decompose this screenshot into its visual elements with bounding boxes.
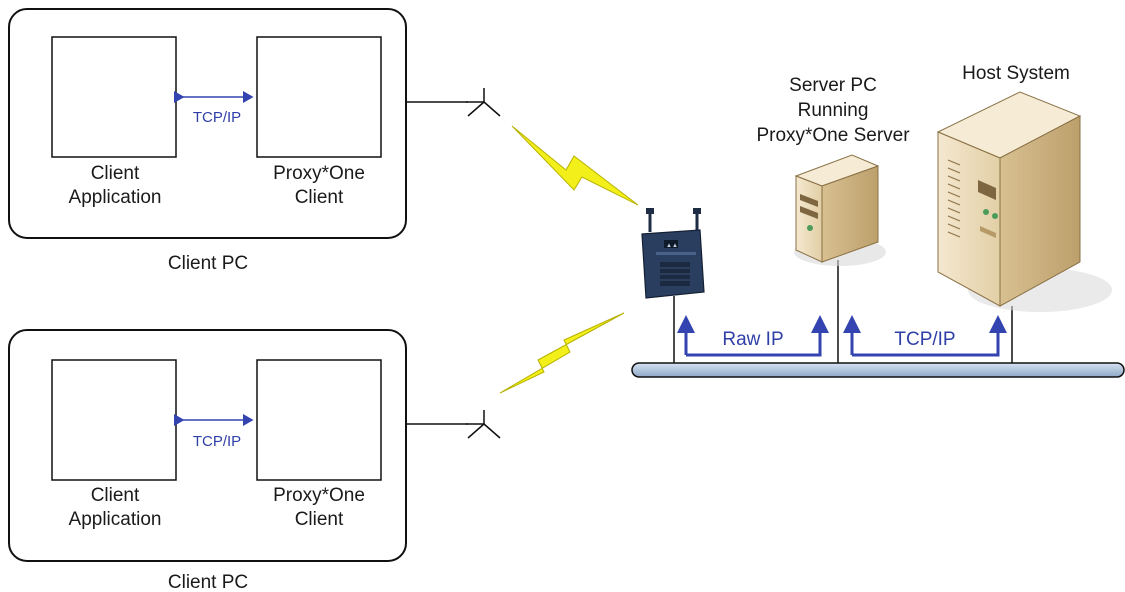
lightning-bolt-icon	[511, 125, 639, 206]
client-application-label-2: Application	[69, 187, 162, 208]
server-pc-label-1: Server PC	[789, 75, 877, 96]
lightning-bolt-icon	[499, 312, 625, 394]
client-pc-2: TCP/IP Client Application Proxy*One Clie…	[8, 329, 501, 592]
tcp-ip-label: TCP/IP	[193, 433, 241, 450]
access-point-icon: ▲▲	[641, 208, 705, 299]
antenna-icon	[466, 410, 501, 439]
client-pc-label: Client PC	[168, 572, 248, 592]
proxy-one-client-box	[256, 359, 382, 481]
antenna-icon	[466, 88, 501, 117]
raw-ip-arrow	[677, 315, 829, 357]
client-application-label-1: Client	[91, 485, 140, 506]
client-pc-label: Client PC	[168, 253, 248, 274]
server-pc-label-3: Proxy*One Server	[756, 125, 910, 146]
client-application-label-1: Client	[91, 163, 140, 184]
tcp-ip-label: TCP/IP	[193, 109, 241, 126]
client-pc-1: TCP/IP Client Application Proxy*One Clie…	[8, 8, 501, 274]
client-application-box	[51, 359, 177, 481]
tcp-ip-network-label: TCP/IP	[894, 329, 955, 350]
tcp-ip-network-arrow	[843, 315, 1007, 357]
client-application-label-2: Application	[69, 509, 162, 530]
network-bus	[631, 260, 1125, 378]
host-system-icon	[936, 91, 1112, 312]
raw-ip-label: Raw IP	[722, 329, 783, 350]
svg-text:▲▲: ▲▲	[666, 243, 678, 249]
proxy-one-client-label-2: Client	[295, 187, 344, 208]
proxy-one-client-box	[256, 36, 382, 158]
server-pc-label-2: Running	[798, 100, 869, 121]
proxy-one-client-label-1: Proxy*One	[273, 485, 365, 506]
host-system-label: Host System	[962, 63, 1070, 84]
client-application-box	[51, 36, 177, 158]
server-pc-icon	[794, 154, 886, 266]
proxy-one-client-label-1: Proxy*One	[273, 163, 365, 184]
proxy-one-client-label-2: Client	[295, 509, 344, 530]
